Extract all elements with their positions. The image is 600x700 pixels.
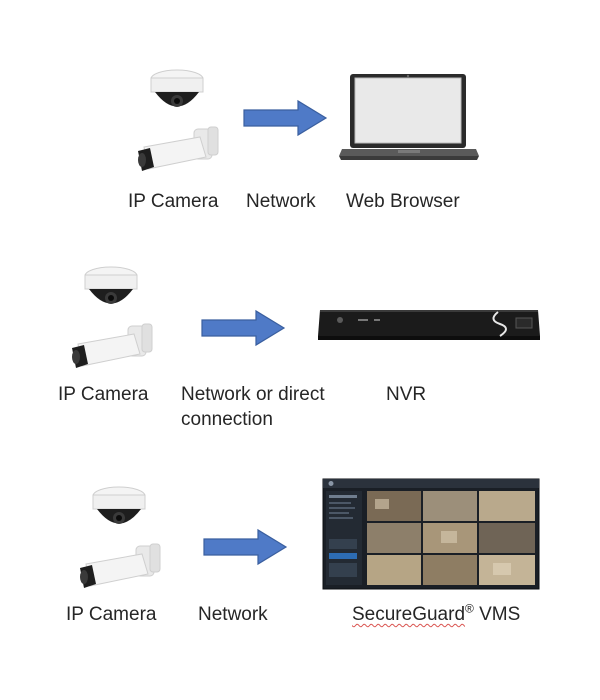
bullet-camera-icon: [72, 323, 153, 368]
dome-camera-icon: [92, 486, 146, 524]
camera-label: IP Camera: [128, 191, 219, 212]
vms-video-grid: [367, 491, 535, 585]
web-browser-label: Web Browser: [346, 191, 460, 212]
vms-monitor-icon: [322, 478, 540, 590]
bullet-camera-icon: [80, 543, 161, 588]
ip-camera-pair-icon: [72, 266, 153, 368]
arrow-right-icon: [201, 309, 286, 347]
arrow-right-icon: [243, 99, 328, 137]
secureguard-vms-label: SecureGuard® VMS: [352, 602, 520, 627]
camera-label: IP Camera: [58, 384, 149, 405]
network-label: Network: [198, 604, 268, 625]
laptop-icon: [339, 74, 479, 160]
bullet-camera-icon: [138, 126, 219, 171]
camera-label: IP Camera: [66, 604, 157, 625]
arrow-right-icon: [203, 528, 288, 566]
brand-name: SecureGuard: [352, 604, 466, 625]
network-label: Network: [246, 191, 316, 212]
registered-mark: ®: [465, 601, 474, 616]
dome-camera-icon: [84, 266, 138, 304]
nvr-recorder-icon: [318, 310, 540, 340]
dome-camera-icon: [150, 69, 204, 107]
nvr-label: NVR: [386, 384, 427, 405]
ip-camera-pair-icon: [138, 69, 219, 171]
network-or-direct-label: Network or direct connection: [181, 384, 325, 430]
ip-camera-pair-icon: [80, 486, 161, 588]
product-suffix: VMS: [473, 604, 521, 625]
